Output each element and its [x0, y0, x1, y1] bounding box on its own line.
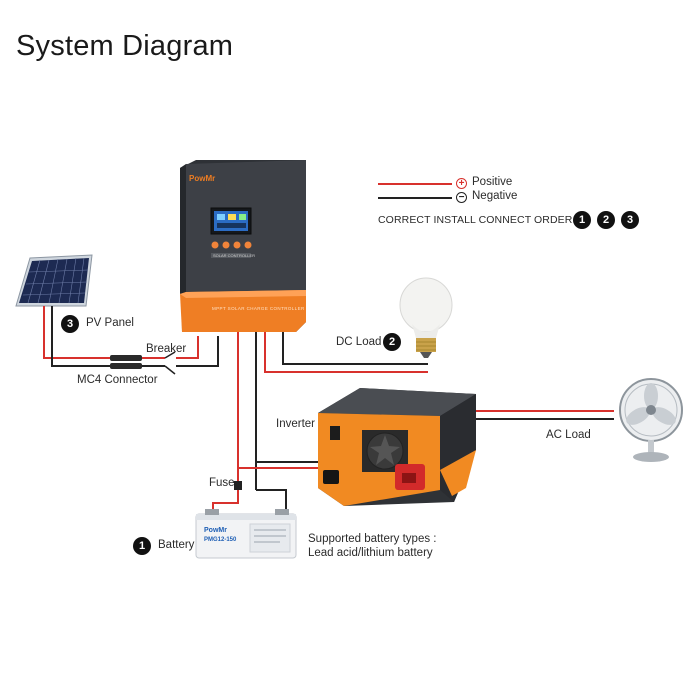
battery-types-title: Supported battery types :: [308, 533, 437, 545]
install-order-label: CORRECT INSTALL CONNECT ORDER:: [378, 214, 576, 226]
order-step-3-badge: 3: [621, 211, 639, 229]
ac-load-label: AC Load: [546, 429, 591, 441]
charge-controller-graphic: [180, 160, 306, 332]
legend-positive-label: Positive: [472, 176, 513, 188]
negative-sign-icon: −: [456, 192, 467, 203]
positive-sign-icon: +: [456, 178, 467, 189]
pv-wires: [43, 306, 219, 375]
battery-label: Battery: [158, 539, 195, 551]
inverter-label: Inverter: [276, 418, 315, 430]
pv-panel-step-badge: 3: [61, 315, 79, 333]
bulb-graphic: [399, 277, 453, 358]
battery-types-text: Lead acid/lithium battery: [308, 547, 433, 559]
controller-button-strip: SOLAR CONTROLLER: [213, 253, 256, 258]
controller-brand: PowMr: [189, 174, 216, 183]
pv-panel-graphic: [15, 254, 93, 307]
dc-load-label: DC Load: [336, 336, 382, 348]
battery-graphic: [195, 509, 297, 559]
controller-load-wires: [264, 332, 428, 373]
inverter-graphic: [318, 388, 476, 506]
fan-graphic: [619, 378, 683, 462]
mc4-connector-label: MC4 Connector: [77, 374, 158, 386]
legend-negative-label: Negative: [472, 190, 518, 202]
battery-brand: PowMr: [204, 527, 227, 534]
order-step-1-badge: 1: [573, 211, 591, 229]
battery-model: PMG12-150: [204, 537, 237, 543]
page-title: System Diagram: [16, 30, 234, 62]
ac-load-wires: [476, 410, 614, 420]
controller-panel-text: MPPT SOLAR CHARGE CONTROLLER: [212, 306, 305, 311]
order-step-2-badge: 2: [597, 211, 615, 229]
dc-load-step-badge: 2: [383, 333, 401, 351]
battery-step-badge: 1: [133, 537, 151, 555]
fuse-graphic: [234, 481, 242, 490]
pv-panel-label: PV Panel: [86, 317, 134, 329]
fuse-label: Fuse: [209, 477, 235, 489]
breaker-label: Breaker: [146, 343, 187, 355]
controller-battery-wires: [212, 332, 287, 514]
